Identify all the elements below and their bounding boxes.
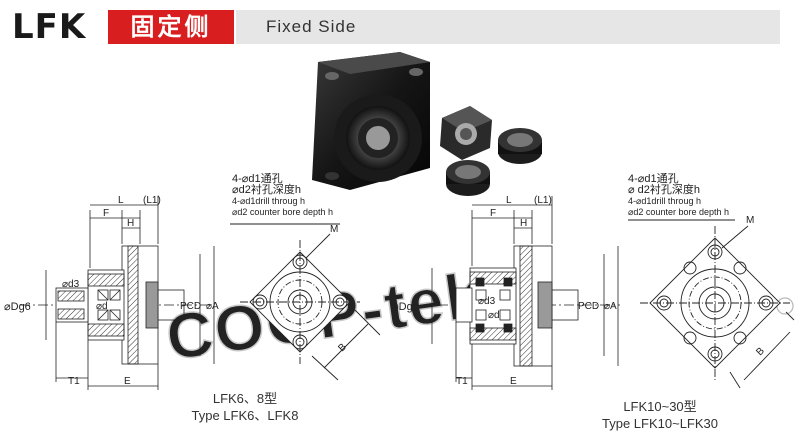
right-caption: LFK10~30型 Type LFK10~LFK30 <box>570 398 750 432</box>
right-caption-cn: LFK10~30型 <box>623 399 697 414</box>
right-dim-T1: T1 <box>456 376 468 387</box>
title-cn-badge: 固定侧 <box>108 10 234 44</box>
right-note-4: ⌀d2 counter bore depth h <box>628 207 729 217</box>
left-dim-E: E <box>124 376 131 387</box>
right-dim-d3: ⌀d3 <box>478 296 496 307</box>
right-dim-A: ⌀A <box>604 301 617 312</box>
left-notes: 4-⌀d1通孔 ⌀d2衬孔深度h 4-⌀d1drill throug h ⌀d2… <box>232 174 333 218</box>
spacer-collar-image <box>498 128 542 164</box>
right-note-3: 4-⌀d1drill throug h <box>628 196 701 206</box>
right-front-view <box>628 219 795 389</box>
right-dim-F: F <box>490 208 496 219</box>
left-dim-T1: T1 <box>68 376 80 387</box>
series-code: LFK <box>12 7 87 47</box>
left-dim-L1: (L1) <box>143 195 161 206</box>
title-en: Fixed Side <box>266 17 357 36</box>
right-dim-PCD: PCD <box>578 301 599 312</box>
right-dim-E: E <box>510 376 517 387</box>
left-dim-H: H <box>127 218 134 229</box>
left-dim-M: M <box>330 224 338 235</box>
left-note-4: ⌀d2 counter bore depth h <box>232 207 333 217</box>
spacer-ring-image <box>446 160 490 196</box>
title-en-bar: Fixed Side <box>236 10 780 44</box>
right-note-2: ⌀ d2衬孔深度h <box>628 184 701 196</box>
left-dim-d3: ⌀d3 <box>62 279 80 290</box>
header: LFK 固定侧 Fixed Side <box>0 6 780 48</box>
right-dim-Dg6: ⌀Dg6 <box>392 301 419 313</box>
right-dim-B: B <box>754 345 767 358</box>
left-dim-PCD: PCD <box>180 301 201 312</box>
left-note-2: ⌀d2衬孔深度h <box>232 184 301 196</box>
left-dim-Dg6: ⌀Dg6 <box>4 301 31 313</box>
right-dim-H: H <box>520 218 527 229</box>
right-note-1: 4-⌀d1通孔 <box>628 173 679 185</box>
right-caption-en: Type LFK10~LFK30 <box>602 416 718 431</box>
registered-mark-icon <box>776 297 794 315</box>
right-section-view <box>420 196 620 390</box>
right-dim-M: M <box>746 215 754 226</box>
right-dim-L: L <box>506 195 512 206</box>
left-caption-cn: LFK6、8型 <box>212 391 278 406</box>
left-dim-F: F <box>103 208 109 219</box>
product-photo <box>312 52 542 196</box>
left-front-view <box>230 223 381 381</box>
left-dim-A: ⌀A <box>206 301 219 312</box>
right-notes: 4-⌀d1通孔 ⌀ d2衬孔深度h 4-⌀d1drill throug h ⌀d… <box>628 174 729 218</box>
bearing-housing-image <box>312 52 430 190</box>
lock-nut-image <box>440 106 492 160</box>
left-dim-L: L <box>118 195 124 206</box>
left-caption: LFK6、8型 Type LFK6、LFK8 <box>160 390 330 424</box>
left-dim-d: ⌀d <box>96 301 108 312</box>
right-dim-d: ⌀d <box>488 310 500 321</box>
right-dim-L1: (L1) <box>534 195 552 206</box>
left-note-3: 4-⌀d1drill throug h <box>232 196 305 206</box>
left-section-view <box>20 196 215 390</box>
left-caption-en: Type LFK6、LFK8 <box>191 408 299 423</box>
left-note-1: 4-⌀d1通孔 <box>232 173 283 185</box>
